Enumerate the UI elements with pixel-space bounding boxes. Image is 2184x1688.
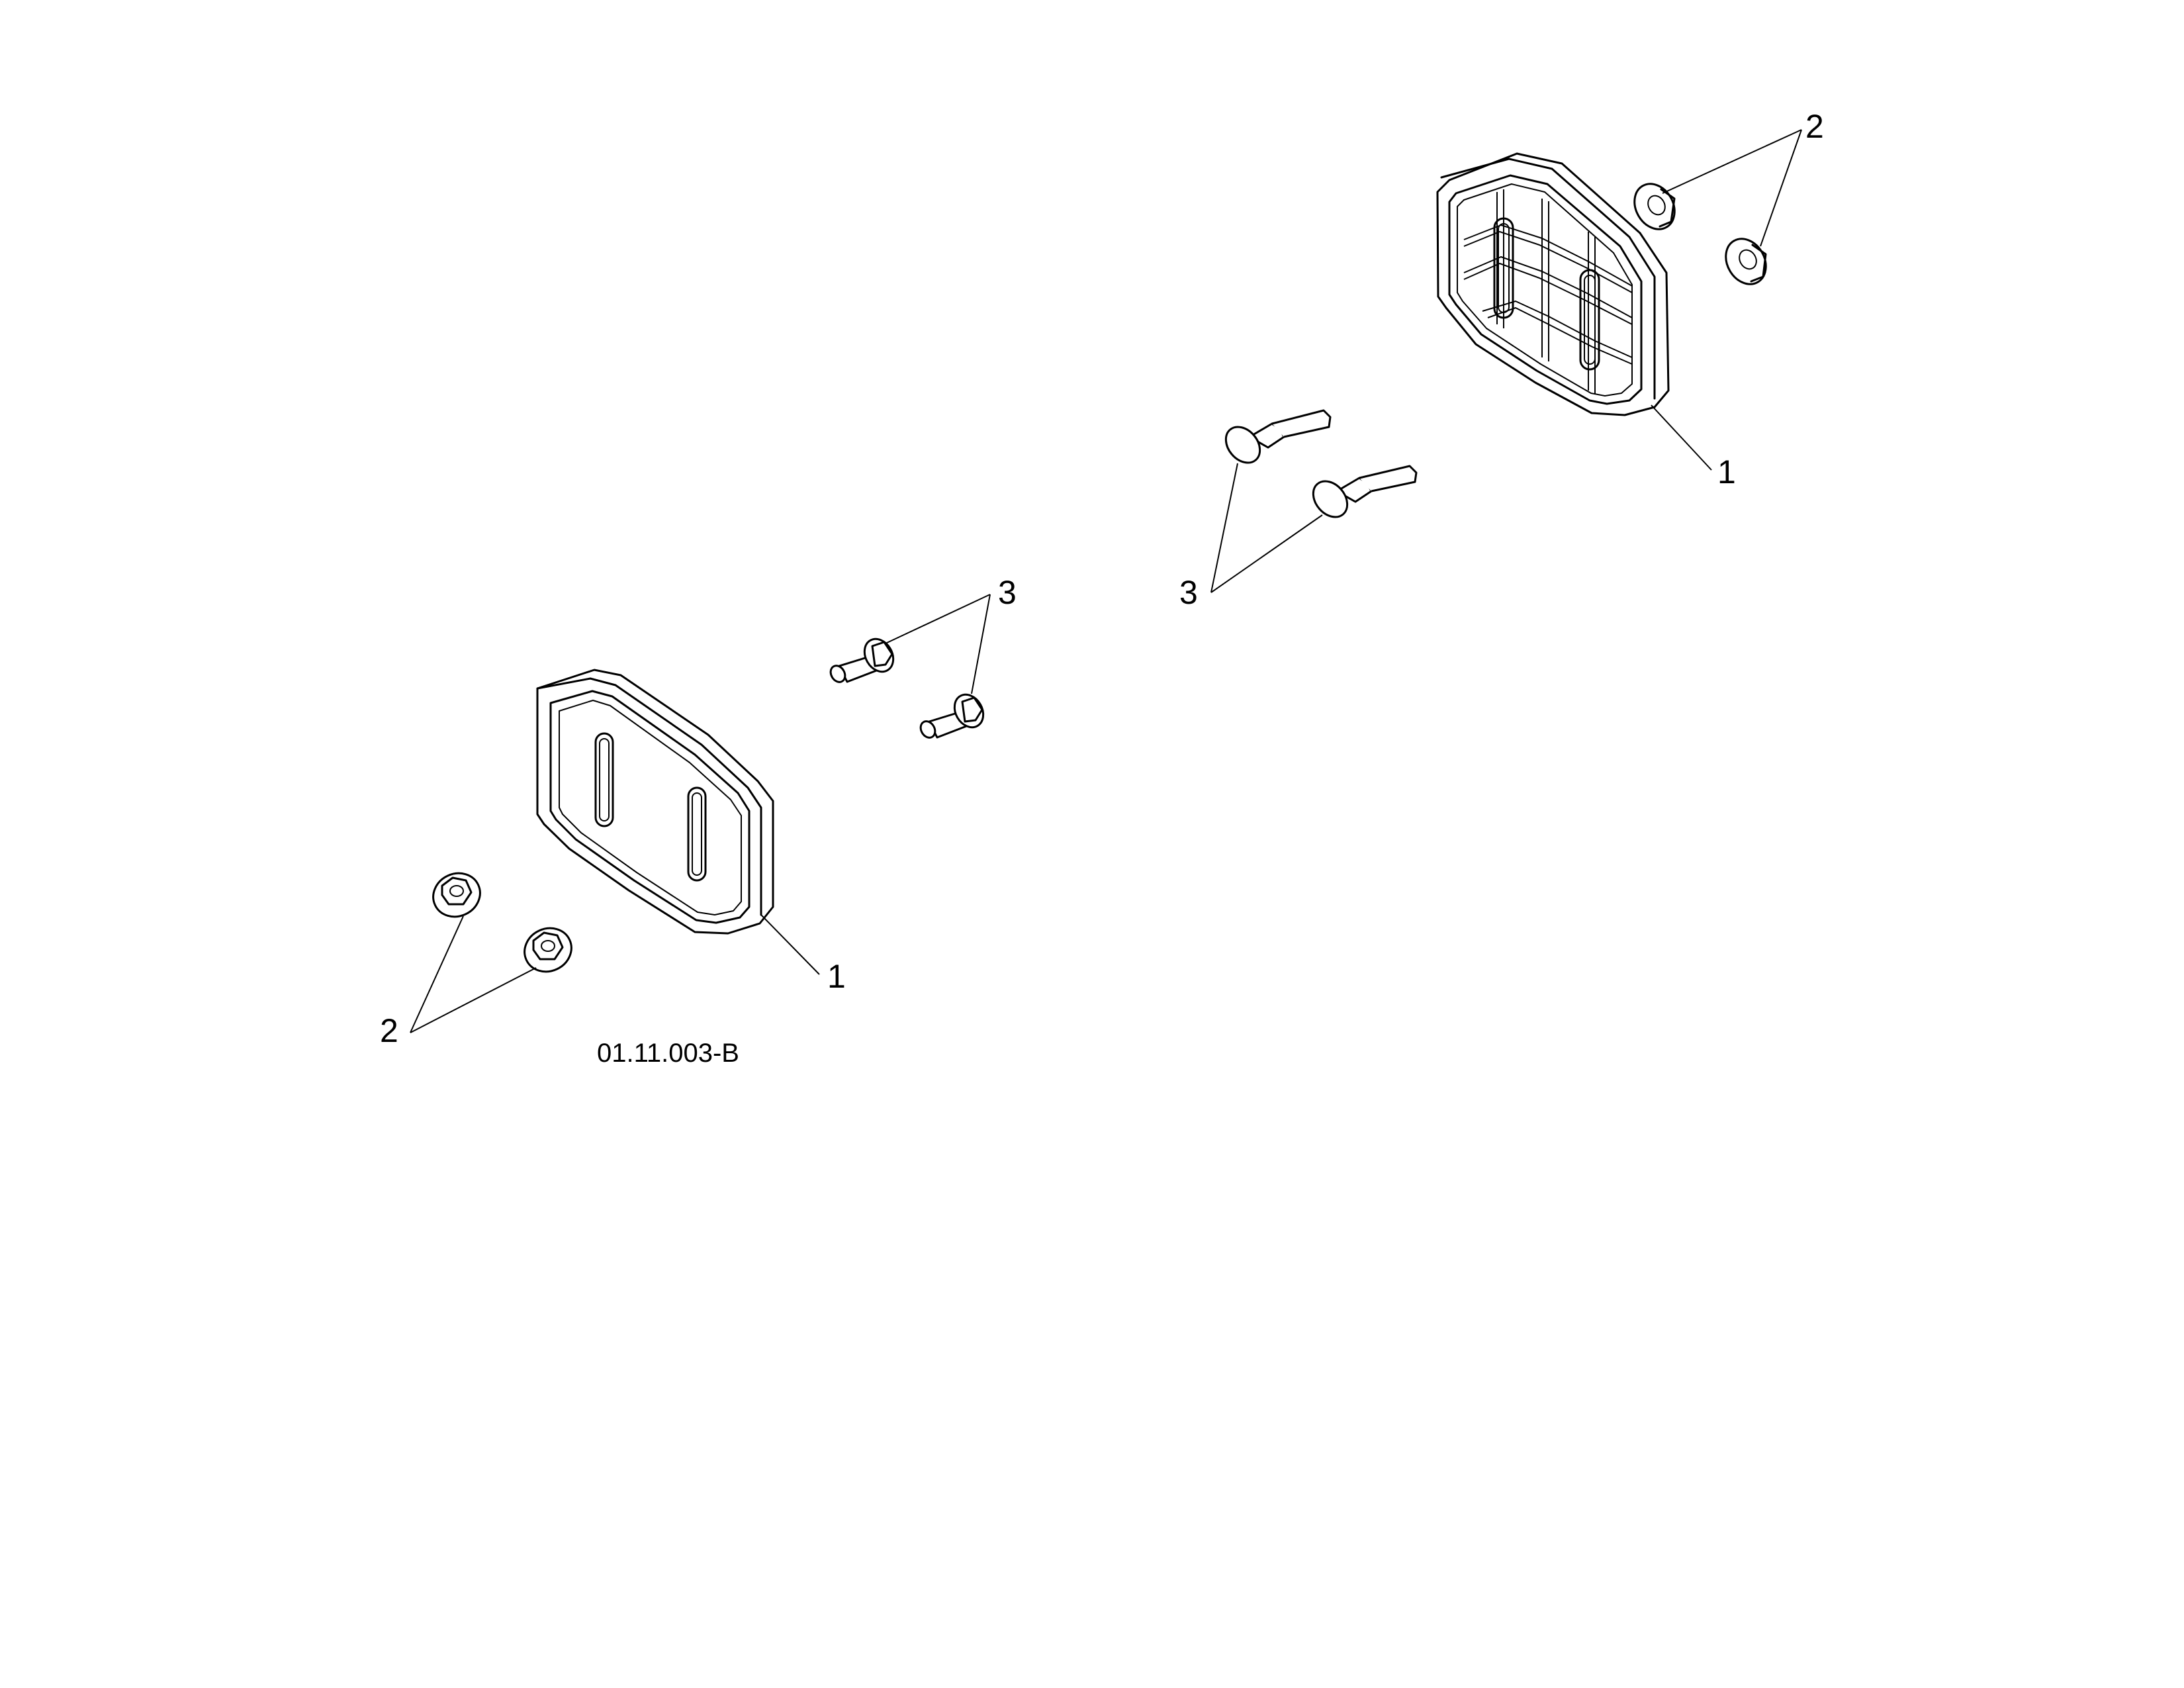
left-flange-nut-lower [523,927,572,973]
left-leader-1 [760,914,820,975]
right-leader-1 [1651,404,1712,471]
right-leader-2a [1662,129,1802,194]
right-leader-3b [1210,514,1323,593]
right-callout-2: 2 [1805,108,1824,145]
left-leader-3a [885,594,991,644]
left-leader-3b [971,594,991,694]
left-callout-2: 2 [380,1012,398,1049]
left-flange-nut-upper [432,872,481,918]
left-callout-1: 1 [827,958,846,995]
right-leader-2b [1760,129,1802,247]
right-callout-3: 3 [1179,574,1198,611]
right-leader-3a [1210,463,1238,593]
left-flange-bolt-upper [829,637,895,683]
right-washer-lower [1725,238,1767,285]
left-flange-bolt-lower [919,693,985,739]
right-carriage-bolt-lower [1312,465,1418,518]
left-leader-2a [410,915,464,1033]
right-washer-upper [1633,183,1676,230]
drawing-reference-number: 01.11.003-B [597,1039,739,1068]
right-skid-shoe [1436,152,1670,416]
left-leader-2b [410,967,537,1033]
left-skid-shoe [536,669,774,935]
left-callout-3: 3 [998,574,1017,611]
right-callout-1: 1 [1717,453,1736,491]
right-carriage-bolt-upper [1224,409,1332,464]
